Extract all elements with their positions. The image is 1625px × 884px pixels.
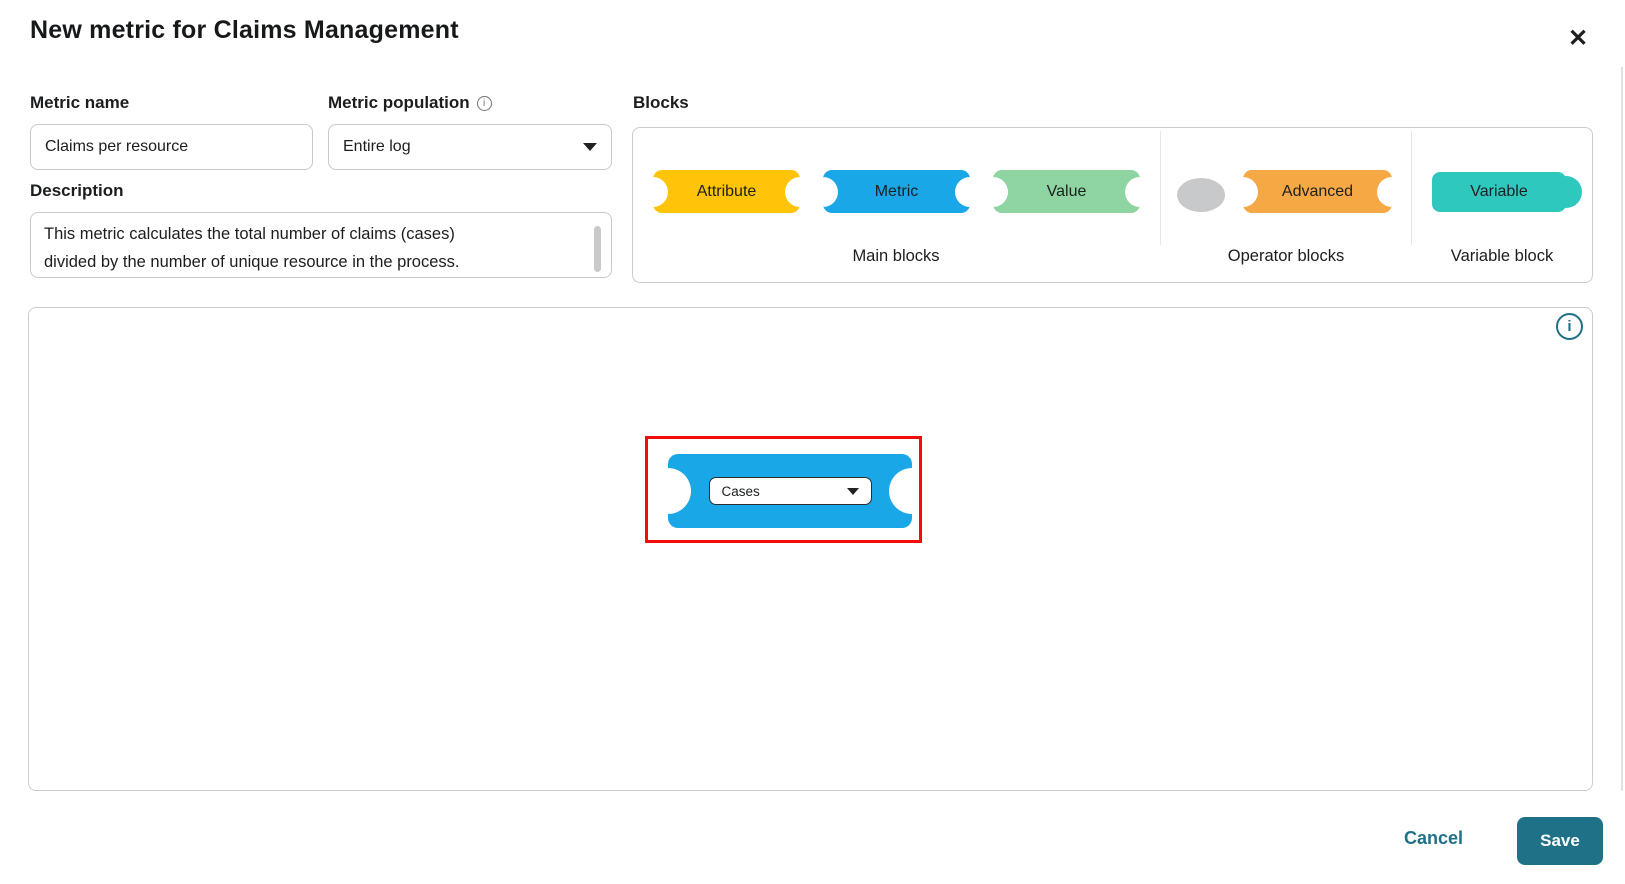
blocks-label: Blocks: [633, 93, 689, 112]
palette-block-variable[interactable]: Variable: [1432, 172, 1582, 212]
operator-placeholder-ellipse: [1177, 178, 1225, 212]
metric-population-label: Metric population: [328, 93, 470, 112]
variable-block-caption: Variable block: [1450, 247, 1554, 265]
scrollbar-edge: [1621, 67, 1623, 791]
puzzle-notch: [668, 468, 691, 514]
description-line: This metric calculates the total number …: [44, 225, 455, 243]
metric-population-value: Entire log: [343, 138, 411, 155]
palette-block-label: Variable: [1470, 183, 1528, 200]
section-divider: [1411, 131, 1412, 245]
description-line: divided by the number of unique resource…: [44, 253, 460, 271]
puzzle-notch: [785, 176, 800, 207]
metric-name-label: Metric name: [30, 93, 130, 112]
palette-block-advanced[interactable]: Advanced: [1243, 170, 1392, 213]
puzzle-notch: [1243, 176, 1258, 207]
chevron-down-icon: [846, 487, 859, 495]
puzzle-notch: [823, 176, 838, 207]
canvas-block-dropdown[interactable]: Cases: [708, 477, 872, 505]
canvas-info-icon[interactable]: i: [1556, 313, 1583, 340]
description-scrollbar[interactable]: [594, 226, 601, 272]
canvas-block-dropdown-value: Cases: [721, 483, 760, 499]
puzzle-notch: [993, 176, 1008, 207]
puzzle-notch: [889, 468, 912, 514]
canvas-metric-block[interactable]: Cases: [668, 454, 912, 528]
save-button[interactable]: Save: [1517, 817, 1603, 865]
metric-name-value: Claims per resource: [45, 138, 189, 155]
selection-highlight-rect: [645, 436, 922, 543]
chevron-down-icon: [583, 143, 597, 151]
palette-block-value[interactable]: Value: [993, 170, 1140, 213]
puzzle-notch: [1125, 176, 1140, 207]
cancel-button[interactable]: Cancel: [1398, 827, 1469, 850]
description-label: Description: [30, 181, 124, 200]
puzzle-notch: [1377, 176, 1392, 207]
palette-block-attribute[interactable]: Attribute: [653, 170, 800, 213]
palette-block-label: Value: [1046, 182, 1087, 200]
palette-block-label: Attribute: [696, 182, 757, 200]
puzzle-notch: [955, 176, 970, 207]
palette-block-label: Advanced: [1281, 182, 1354, 200]
population-info-icon[interactable]: i: [476, 96, 492, 111]
palette-block-label: Metric: [874, 182, 919, 200]
metric-population-select[interactable]: Entire log: [328, 124, 612, 170]
main-blocks-caption: Main blocks: [852, 247, 940, 265]
dialog-title: New metric for Claims Management: [30, 16, 459, 44]
description-textarea[interactable]: This metric calculates the total number …: [30, 212, 612, 278]
palette-block-metric[interactable]: Metric: [823, 170, 970, 213]
puzzle-notch: [653, 176, 668, 207]
close-icon[interactable]: ✕: [1561, 21, 1595, 55]
metric-canvas[interactable]: [28, 307, 1593, 791]
section-divider: [1160, 131, 1161, 245]
puzzle-bump: [1550, 176, 1582, 208]
operator-blocks-caption: Operator blocks: [1227, 247, 1345, 265]
metric-name-input[interactable]: Claims per resource: [30, 124, 313, 170]
